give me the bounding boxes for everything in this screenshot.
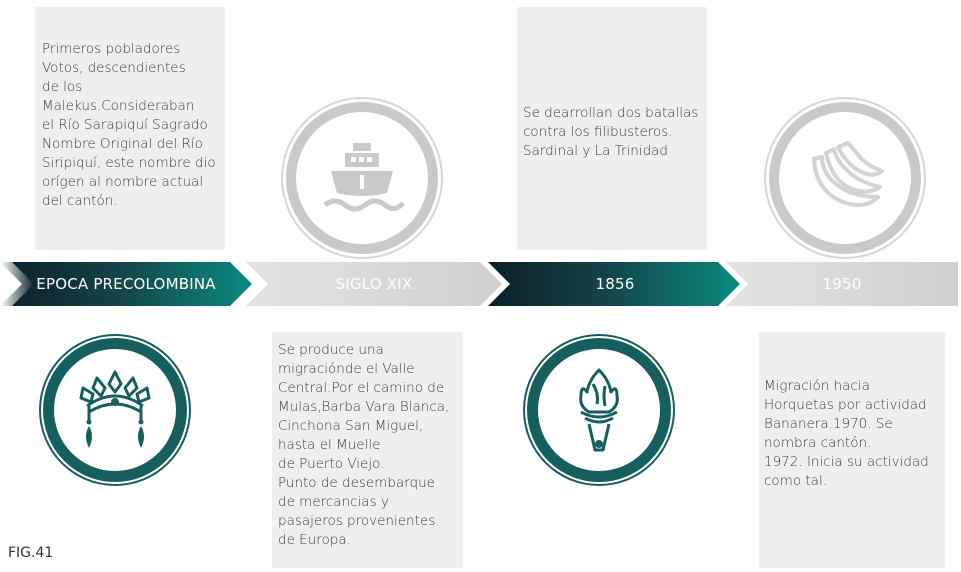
- text-box-1950: [759, 332, 945, 568]
- label-1856: 1856: [595, 274, 635, 293]
- timeline-arrows: [0, 262, 958, 306]
- text-1856: Se dearrollan dos batallas contra los fi…: [523, 105, 699, 159]
- circle-1856: [527, 338, 671, 482]
- circle-precolombina: [43, 338, 187, 482]
- text-1950: Migración hacia Horquetas por actividad …: [764, 378, 929, 489]
- label-siglo-xix: SIGLO XIX: [335, 274, 413, 293]
- arrow-1856: [488, 262, 740, 306]
- circle-1950: [769, 102, 921, 254]
- text-box-siglo-xix: [272, 332, 463, 568]
- ship-icon: [323, 143, 405, 212]
- torch-icon: [579, 368, 619, 452]
- arrow-siglo-xix: [246, 262, 502, 306]
- headdress-icon: [79, 370, 151, 448]
- label-1950: 1950: [822, 274, 862, 293]
- figure-label: FIG.41: [8, 545, 54, 561]
- label-siglo-xix-wrap: SIGLO XIX: [250, 262, 498, 305]
- label-precolombina-wrap: EPOCA PRECOLOMBINA: [0, 262, 252, 305]
- label-1856-wrap: 1856: [492, 262, 738, 305]
- text-box-precolombina: [35, 7, 225, 250]
- circle-siglo-xix: [286, 102, 438, 254]
- arrow-1950: [726, 262, 958, 306]
- text-siglo-xix: Se produce una migraciónde el Valle Cent…: [278, 342, 450, 548]
- arrow-fade-left: [0, 262, 34, 306]
- label-1950-wrap: 1950: [728, 262, 956, 305]
- label-precolombina: EPOCA PRECOLOMBINA: [36, 274, 216, 293]
- bananas-icon: [812, 141, 884, 207]
- text-box-1856: [517, 7, 707, 250]
- text-precolombina: Primeros pobladores Votos, descendientes…: [42, 41, 216, 209]
- arrow-precolombina: [0, 262, 252, 306]
